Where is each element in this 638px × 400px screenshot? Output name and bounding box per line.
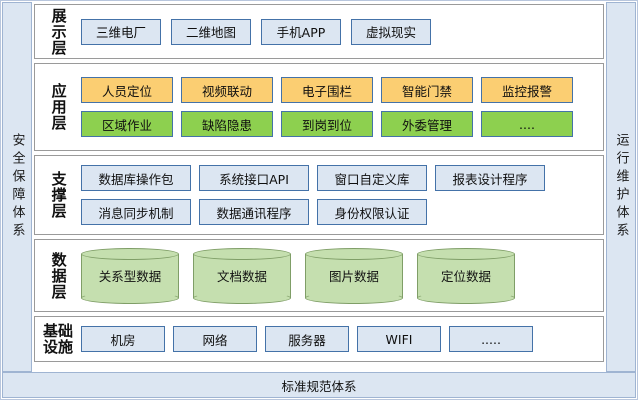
node-box[interactable]: 二维地图 <box>171 19 251 45</box>
data-store-cylinder[interactable]: 图片数据 <box>305 254 403 298</box>
node-box[interactable]: 数据库操作包 <box>81 165 191 191</box>
node-box[interactable]: 区域作业 <box>81 111 173 137</box>
data-store-label: 图片数据 <box>329 266 379 285</box>
node-box[interactable]: 数据通讯程序 <box>199 199 309 225</box>
layer-label-text: 应用层 <box>50 83 65 131</box>
node-box[interactable]: 缺陷隐患 <box>181 111 273 137</box>
layer-support-label: 支撑层 <box>35 171 81 219</box>
data-store-label: 关系型数据 <box>99 266 162 285</box>
layer-application-body: 人员定位视频联动电子围栏智能门禁监控报警区域作业缺陷隐患到岗到位外委管理.... <box>81 77 603 137</box>
data-store-cylinder[interactable]: 定位数据 <box>417 254 515 298</box>
node-box[interactable]: 窗口自定义库 <box>317 165 427 191</box>
cylinder-bottom-icon <box>193 292 291 304</box>
data-store-cylinder[interactable]: 关系型数据 <box>81 254 179 298</box>
layer-support: 支撑层 数据库操作包系统接口API 窗口自定义库报表设计程序消息同步机制数据通讯程序… <box>34 155 604 235</box>
cylinder-top-icon <box>81 248 179 260</box>
layer-application-row: 人员定位视频联动电子围栏智能门禁监控报警 <box>81 77 597 103</box>
layer-label-text: 展示层 <box>50 8 65 56</box>
node-box[interactable]: 外委管理 <box>381 111 473 137</box>
layer-presentation-body: 三维电厂二维地图手机APP 虚拟现实 <box>81 19 603 45</box>
cylinder-bottom-icon <box>305 292 403 304</box>
layer-presentation-label: 展示层 <box>35 8 81 56</box>
layer-presentation-row: 三维电厂二维地图手机APP 虚拟现实 <box>81 19 597 45</box>
cylinder-top-icon <box>193 248 291 260</box>
node-box[interactable]: ..... <box>449 326 533 352</box>
layer-data-body: 关系型数据 文档数据 图片数据 定位数据 <box>81 254 603 298</box>
node-box[interactable]: 机房 <box>81 326 165 352</box>
layer-support-row: 数据库操作包系统接口API 窗口自定义库报表设计程序 <box>81 165 597 191</box>
side-bar-operations-label: 运行维护体系 <box>615 133 628 241</box>
node-box[interactable]: 人员定位 <box>81 77 173 103</box>
node-box[interactable]: WIFI <box>357 326 441 352</box>
layer-infrastructure-label: 基础设施 <box>35 323 81 355</box>
layer-application-row: 区域作业缺陷隐患到岗到位外委管理.... <box>81 111 597 137</box>
layer-stack: 展示层 三维电厂二维地图手机APP 虚拟现实应用层 人员定位视频联动电子围栏智能门禁监… <box>34 2 604 372</box>
layer-infrastructure: 基础设施机房网络服务器 WIFI..... <box>34 316 604 362</box>
layer-support-body: 数据库操作包系统接口API 窗口自定义库报表设计程序消息同步机制数据通讯程序身份权… <box>81 165 603 225</box>
node-box[interactable]: 视频联动 <box>181 77 273 103</box>
node-box[interactable]: 服务器 <box>265 326 349 352</box>
bottom-bar-standards: 标准规范体系 <box>2 372 636 398</box>
node-box[interactable]: 网络 <box>173 326 257 352</box>
layer-presentation: 展示层 三维电厂二维地图手机APP 虚拟现实 <box>34 4 604 59</box>
node-box[interactable]: 到岗到位 <box>281 111 373 137</box>
node-box[interactable]: 三维电厂 <box>81 19 161 45</box>
node-box[interactable]: 手机APP <box>261 19 341 45</box>
node-box[interactable]: 系统接口API <box>199 165 309 191</box>
node-box[interactable]: .... <box>481 111 573 137</box>
side-bar-security-label: 安全保障体系 <box>11 133 24 241</box>
data-store-cylinder[interactable]: 文档数据 <box>193 254 291 298</box>
node-box[interactable]: 电子围栏 <box>281 77 373 103</box>
layer-application-label: 应用层 <box>35 83 81 131</box>
layer-infrastructure-body: 机房网络服务器 WIFI..... <box>81 326 603 352</box>
layer-label-text: 基础设施 <box>43 323 73 355</box>
node-box[interactable]: 智能门禁 <box>381 77 473 103</box>
data-store-label: 定位数据 <box>441 266 491 285</box>
layer-data: 数据层 关系型数据 文档数据 图片数据 定位数据 <box>34 239 604 312</box>
node-box[interactable]: 监控报警 <box>481 77 573 103</box>
layer-label-text: 数据层 <box>50 252 65 300</box>
side-bar-operations: 运行维护体系 <box>606 2 636 372</box>
layer-data-label: 数据层 <box>35 252 81 300</box>
bottom-bar-standards-label: 标准规范体系 <box>281 376 356 395</box>
layer-support-row: 消息同步机制数据通讯程序身份权限认证 <box>81 199 597 225</box>
cylinder-bottom-icon <box>417 292 515 304</box>
side-bar-security: 安全保障体系 <box>2 2 32 372</box>
cylinder-top-icon <box>305 248 403 260</box>
node-box[interactable]: 虚拟现实 <box>351 19 431 45</box>
layer-infrastructure-row: 机房网络服务器 WIFI..... <box>81 326 597 352</box>
cylinder-bottom-icon <box>81 292 179 304</box>
node-box[interactable]: 消息同步机制 <box>81 199 191 225</box>
layer-label-text: 支撑层 <box>50 171 65 219</box>
cylinder-top-icon <box>417 248 515 260</box>
layer-application: 应用层人员定位视频联动电子围栏智能门禁监控报警区域作业缺陷隐患到岗到位外委管理.… <box>34 63 604 151</box>
layer-data-row: 关系型数据 文档数据 图片数据 定位数据 <box>81 254 597 298</box>
node-box[interactable]: 报表设计程序 <box>435 165 545 191</box>
data-store-label: 文档数据 <box>217 266 267 285</box>
node-box[interactable]: 身份权限认证 <box>317 199 427 225</box>
